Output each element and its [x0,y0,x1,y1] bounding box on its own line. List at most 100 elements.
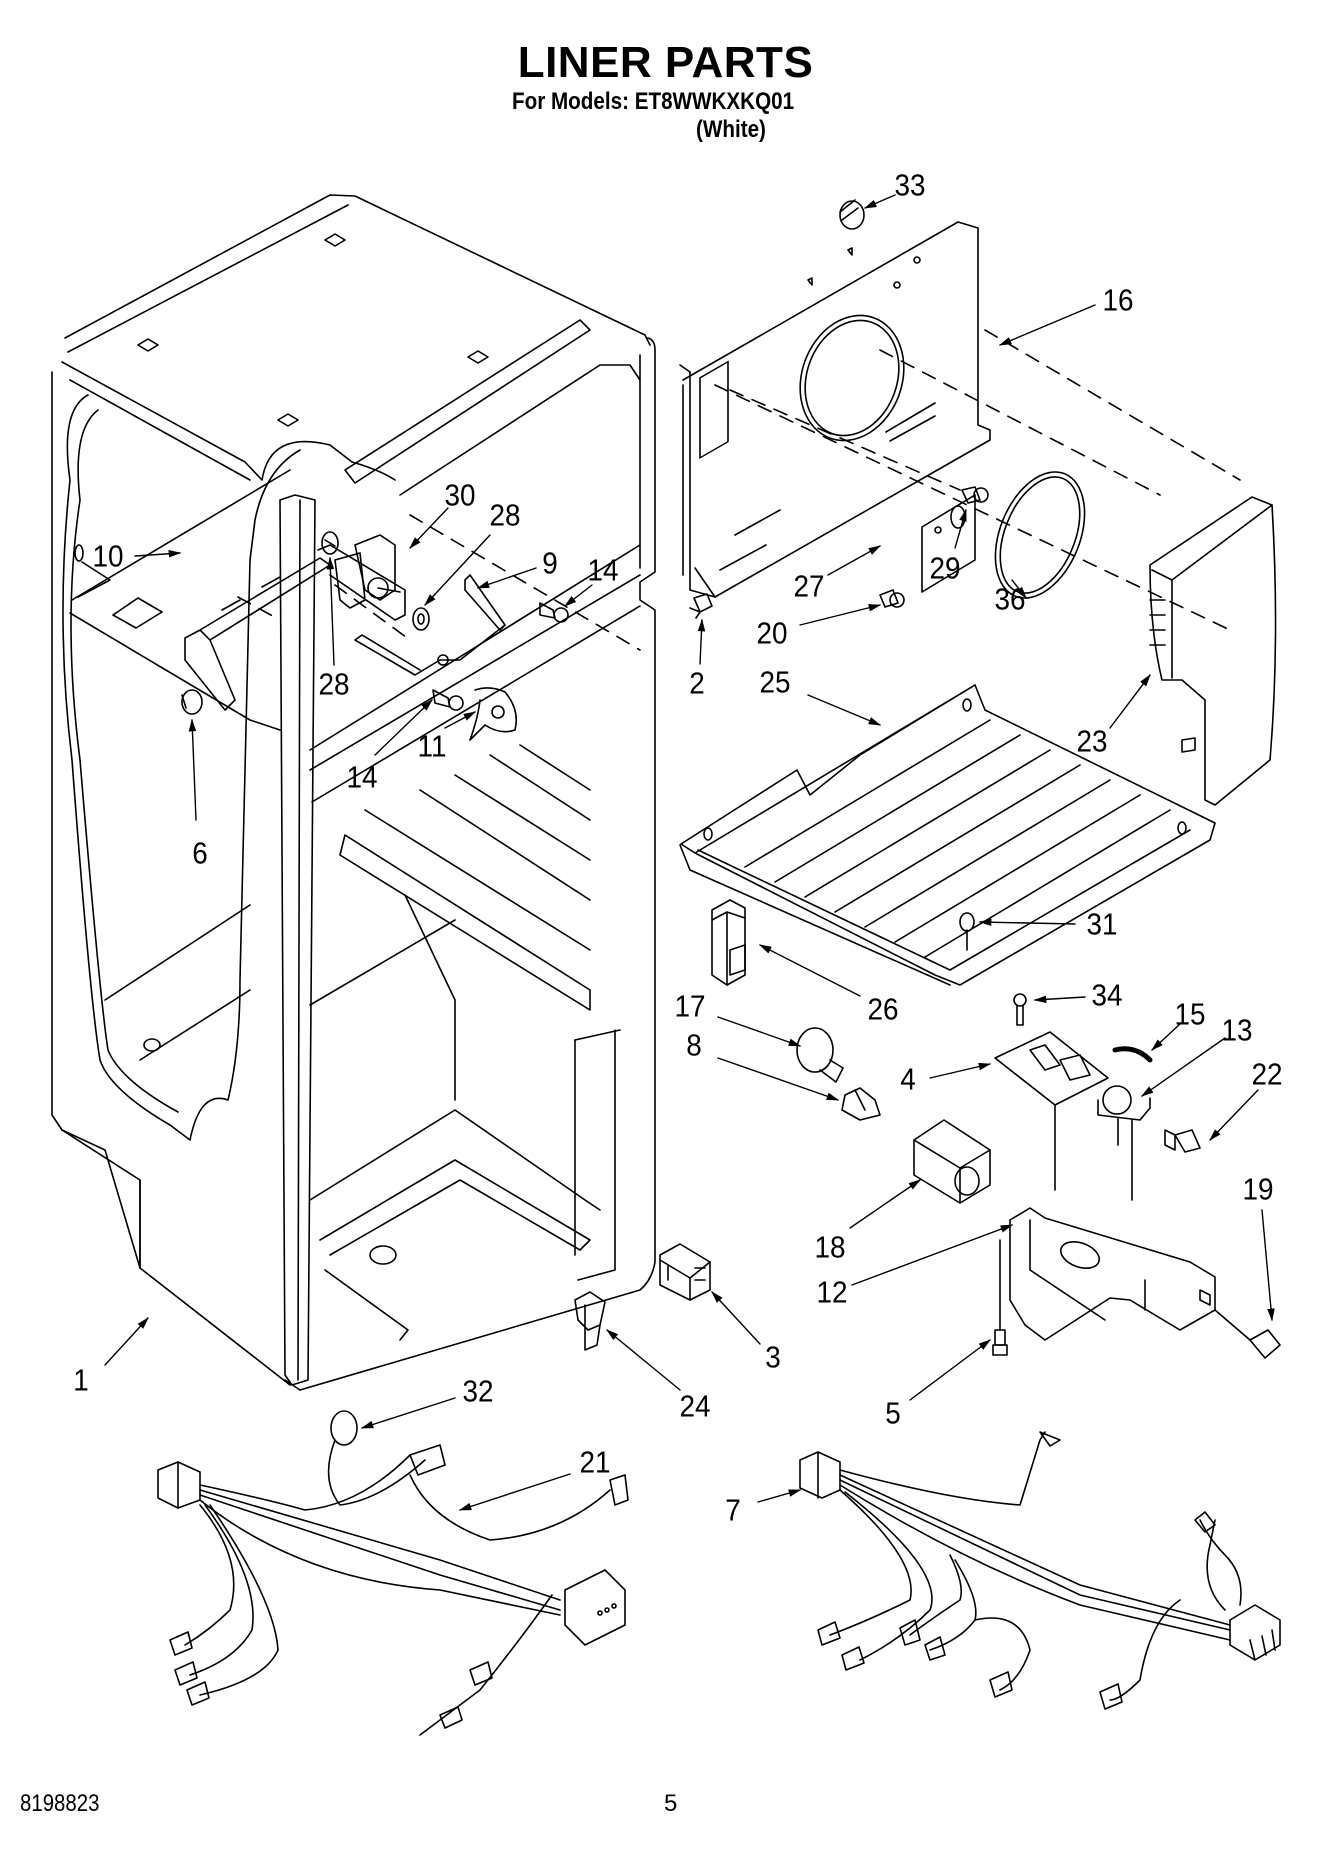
leader-arrow-3 [711,1291,761,1345]
callout-part-1[interactable]: 1 [73,1362,89,1398]
callout-part-27[interactable]: 27 [793,568,825,604]
part-5-screw[interactable] [992,1239,1008,1356]
part-13-thermostat[interactable] [1097,1085,1151,1201]
callout-part-28[interactable]: 28 [318,666,350,702]
part-25-drain-tray[interactable] [679,684,1216,986]
leader-arrow-11 [444,711,477,729]
models-line: For Models: ET8WWKXKQ01 [512,88,795,115]
callout-part-31[interactable]: 31 [1086,906,1118,942]
part-32-sensor[interactable] [330,1410,358,1446]
part-26-cover[interactable] [711,899,746,986]
leader-arrow-4 [929,1062,992,1079]
leader-arrow-25 [807,694,882,726]
callout-part-5[interactable]: 5 [885,1395,901,1431]
part-16-evaporator-cover[interactable] [679,221,991,598]
part-6-plug[interactable] [181,689,203,715]
part-14-screw-b[interactable] [432,689,464,711]
part-14-screw-a[interactable] [539,602,569,623]
callout-part-8[interactable]: 8 [686,1027,702,1063]
leader-arrow-14 [564,584,593,607]
callout-part-23[interactable]: 23 [1076,723,1108,759]
part-18-light-shield[interactable] [913,1119,991,1204]
leader-arrow-1 [104,1317,149,1366]
callout-part-4[interactable]: 4 [900,1061,916,1097]
callout-part-22[interactable]: 22 [1251,1056,1283,1092]
part-33-cap[interactable] [839,199,865,230]
callout-part-24[interactable]: 24 [679,1388,711,1424]
part-4-control-board[interactable] [994,1031,1109,1191]
leader-arrow-24 [606,1329,681,1391]
callout-part-14[interactable]: 14 [346,759,378,795]
part-31-push-pin[interactable] [959,912,975,951]
part-7-wire-harness[interactable] [799,1431,1281,1710]
callout-part-30[interactable]: 30 [444,477,476,513]
leader-arrow-28 [424,534,491,606]
callout-part-15[interactable]: 15 [1174,996,1206,1032]
leader-arrow-13 [1140,1037,1226,1097]
callout-part-19[interactable]: 19 [1242,1171,1274,1207]
callout-part-17[interactable]: 17 [674,988,706,1024]
part-28-knob-a[interactable] [412,607,430,631]
part-23-air-duct[interactable] [1149,496,1277,806]
leader-arrow-17 [717,1016,802,1047]
callout-part-14[interactable]: 14 [587,552,619,588]
leader-arrow-22 [1209,1089,1259,1141]
part-1-liner-cabinet[interactable] [51,194,656,1391]
callout-part-2[interactable]: 2 [689,665,705,701]
leader-arrow-15 [1151,1023,1181,1051]
assembly-lines [237,329,1241,651]
page-title: LINER PARTS [517,38,814,87]
callout-part-20[interactable]: 20 [756,615,788,651]
callout-part-25[interactable]: 25 [759,664,791,700]
leader-arrow-7 [757,1489,802,1503]
callout-part-6[interactable]: 6 [192,835,208,871]
callout-part-21[interactable]: 21 [579,1444,611,1480]
leader-arrow-5 [909,1339,992,1401]
leader-arrow-19 [1261,1209,1275,1322]
part-21-wire-harness[interactable] [157,1439,629,1736]
part-3-switch-housing[interactable] [659,1243,711,1301]
callout-part-32[interactable]: 32 [462,1373,494,1409]
part-20-screw[interactable] [879,589,905,608]
leader-arrow-21 [458,1473,571,1511]
leader-arrow-2 [697,618,706,665]
callout-part-33[interactable]: 33 [894,167,926,203]
callout-part-36[interactable]: 36 [994,581,1026,617]
part-9-fan-bracket[interactable] [354,574,506,676]
part-11-fan-blade[interactable] [469,687,518,741]
callout-part-12[interactable]: 12 [816,1274,848,1310]
leader-arrow-8 [717,1057,840,1101]
leader-arrow-29 [954,508,967,549]
callout-part-11[interactable]: 11 [417,728,447,764]
part-28-knob-b[interactable] [321,531,339,555]
callout-part-9[interactable]: 9 [542,545,558,581]
part-12-light-housing[interactable] [1009,1207,1216,1341]
callout-part-29[interactable]: 29 [929,550,961,586]
leader-arrow-34 [1033,995,1086,1004]
part-34-screw[interactable] [1013,993,1027,1026]
callout-part-10[interactable]: 10 [92,538,124,574]
part-8-light-socket[interactable] [841,1087,881,1121]
leader-arrows [104,194,1275,1511]
callout-part-34[interactable]: 34 [1091,977,1123,1013]
callout-part-18[interactable]: 18 [814,1229,846,1265]
callout-part-26[interactable]: 26 [867,991,899,1027]
part-30-control[interactable] [334,534,401,609]
leader-arrow-27 [827,545,882,576]
part-29-screw[interactable] [961,486,989,504]
part-17-light-bulb[interactable] [796,1027,844,1083]
callout-part-3[interactable]: 3 [765,1339,781,1375]
callout-part-28[interactable]: 28 [489,497,521,533]
leader-arrow-36 [1011,579,1027,599]
part-22-connector[interactable] [1164,1129,1201,1153]
part-15-tube[interactable] [1112,1046,1153,1063]
callout-part-13[interactable]: 13 [1221,1012,1253,1048]
part-2-clip[interactable] [689,593,713,619]
leader-arrow-28 [326,556,335,666]
part-19-connector[interactable] [1214,1309,1281,1359]
part-10-bracket[interactable] [184,544,406,711]
callout-part-7[interactable]: 7 [725,1492,741,1528]
part-24-switch[interactable] [574,1291,606,1351]
callout-part-16[interactable]: 16 [1102,282,1134,318]
